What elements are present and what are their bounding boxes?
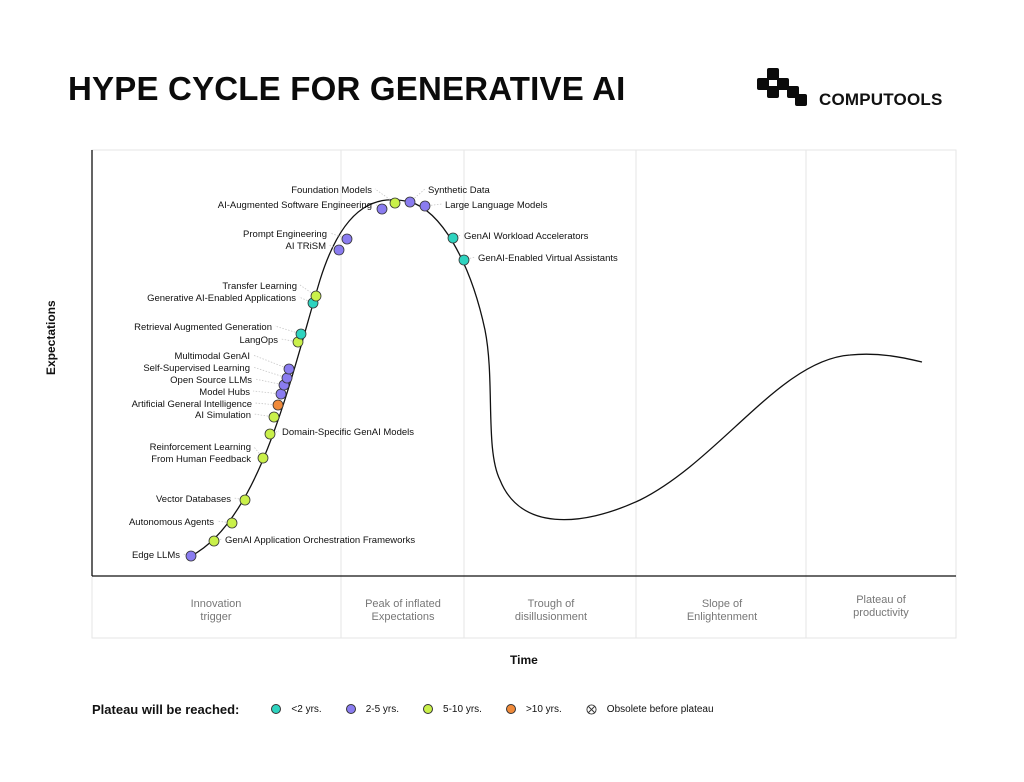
technology-marker	[226, 517, 238, 529]
technology-marker	[341, 233, 353, 245]
technology-label: Multimodal GenAI	[174, 351, 250, 362]
technology-label: Model Hubs	[199, 387, 250, 398]
technology-marker	[419, 200, 431, 212]
legend-label: >10 yrs.	[525, 703, 562, 715]
technology-label: Large Language Models	[445, 200, 548, 211]
technology-label: Synthetic Data	[428, 185, 490, 196]
technology-marker	[310, 290, 322, 302]
legend-label: Obsolete before plateau	[606, 703, 714, 715]
technology-label: Self-Supervised Learning	[143, 363, 250, 374]
legend-item-2-5: 2-5 yrs.	[345, 703, 400, 715]
technology-label: Domain-Specific GenAI Models	[282, 427, 414, 438]
y-axis-label: Expectations	[44, 300, 58, 375]
leader-line	[252, 354, 290, 370]
lime-dot-icon	[423, 704, 434, 714]
legend-item-obsolete: Obsolete before plateau	[586, 704, 714, 715]
technology-label: Autonomous Agents	[129, 517, 214, 528]
leader-line	[253, 446, 264, 459]
technology-label: Prompt Engineering	[243, 229, 327, 240]
technology-marker	[264, 428, 276, 440]
leader-line	[216, 520, 233, 524]
brand-name: COMPUTOOLS	[819, 90, 943, 109]
technology-label: Generative AI-Enabled Applications	[147, 293, 296, 304]
technology-label: Artificial General Intelligence	[132, 399, 252, 410]
page-title: HYPE CYCLE FOR GENERATIVE AI	[68, 70, 626, 107]
computools-logo-icon	[757, 68, 807, 106]
legend-item-lt2: <2 yrs.	[271, 703, 322, 715]
technology-marker	[272, 399, 284, 411]
technology-marker	[458, 254, 470, 266]
technology-label: GenAI Application Orchestration Framewor…	[225, 535, 415, 546]
teal-dot-icon	[271, 704, 282, 714]
legend-title: Plateau will be reached:	[92, 701, 240, 717]
technology-label: Transfer Learning	[222, 281, 297, 292]
leader-line	[233, 497, 246, 501]
technology-marker	[275, 388, 287, 400]
technology-marker	[333, 244, 345, 256]
legend: Plateau will be reached: <2 yrs. 2-5 yrs…	[92, 700, 738, 718]
technology-label: LangOps	[239, 335, 278, 346]
technology-label: Edge LLMs	[132, 550, 180, 561]
legend-item-gt10: >10 yrs.	[505, 703, 562, 715]
technology-label: AI-Augmented Software Engineering	[218, 200, 372, 211]
leader-line	[254, 378, 285, 386]
technology-marker	[268, 411, 280, 423]
technology-label: AI TRiSM	[286, 241, 327, 252]
legend-label: 2-5 yrs.	[365, 703, 400, 715]
technology-marker	[239, 494, 251, 506]
technology-marker	[257, 452, 269, 464]
computools-logo[interactable]: COMPUTOOLS	[755, 66, 960, 110]
technology-marker	[295, 328, 307, 340]
legend-item-5-10: 5-10 yrs.	[423, 704, 482, 715]
technology-label: GenAI-Enabled Virtual Assistants	[478, 253, 618, 264]
technology-marker	[447, 232, 459, 244]
leader-line	[328, 244, 340, 251]
purple-dot-icon	[345, 704, 356, 714]
crossed-circle-icon	[586, 703, 597, 715]
technology-marker	[376, 203, 388, 215]
technology-marker	[389, 197, 401, 209]
leader-line	[463, 256, 476, 261]
technology-marker	[185, 550, 197, 562]
technology-label: Retrieval Augmented Generation	[134, 322, 272, 333]
technology-label: Open Source LLMs	[170, 375, 252, 386]
technology-marker	[281, 372, 293, 384]
orange-dot-icon	[505, 704, 516, 714]
technology-marker	[283, 363, 295, 375]
technology-label: GenAI Workload Accelerators	[464, 231, 589, 242]
x-axis-label: Time	[510, 653, 538, 667]
technology-marker	[208, 535, 220, 547]
leader-line	[298, 296, 314, 304]
legend-label: <2 yrs.	[291, 703, 322, 715]
technology-label: Vector Databases	[156, 494, 231, 505]
technology-label: Foundation Models	[291, 185, 372, 196]
technology-label: AI Simulation	[195, 410, 251, 421]
legend-label: 5-10 yrs.	[443, 703, 482, 715]
technology-marker	[404, 196, 416, 208]
